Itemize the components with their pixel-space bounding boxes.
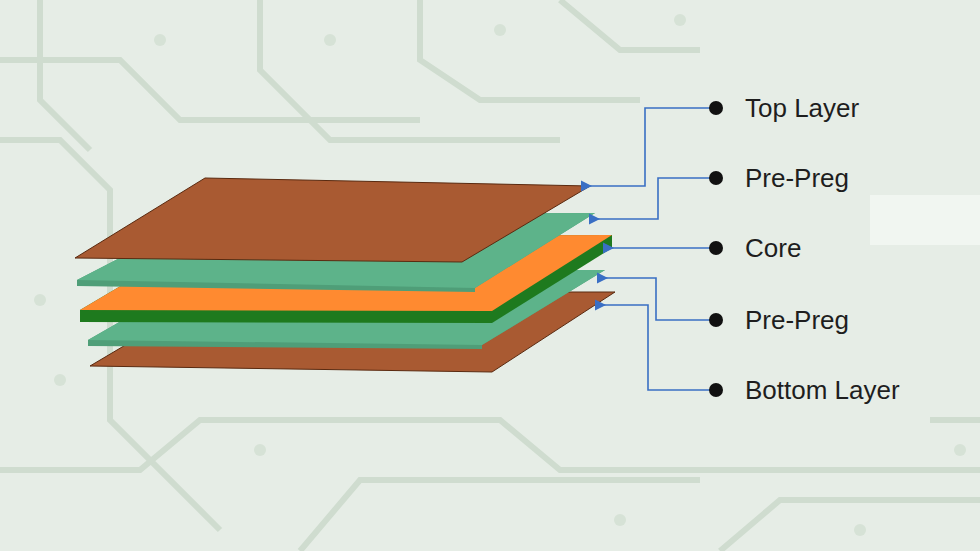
layer-label: Pre-Preg bbox=[745, 162, 849, 194]
leader-lines bbox=[582, 108, 716, 390]
top-copper-layer bbox=[75, 178, 590, 262]
connector-pads bbox=[870, 195, 980, 245]
leader-line bbox=[596, 305, 716, 390]
layer-label: Core bbox=[745, 232, 801, 264]
leader-dots bbox=[709, 101, 723, 397]
leader-line bbox=[604, 247, 716, 249]
leader-dot bbox=[709, 101, 723, 115]
leader-dot bbox=[709, 313, 723, 327]
faint-vias bbox=[34, 14, 966, 536]
leader-line bbox=[590, 178, 716, 219]
leader-dot bbox=[709, 383, 723, 397]
leader-dot bbox=[709, 241, 723, 255]
leader-dot bbox=[709, 171, 723, 185]
layer-label: Bottom Layer bbox=[745, 374, 900, 406]
leader-line bbox=[582, 108, 716, 186]
layer-label: Top Layer bbox=[745, 92, 859, 124]
layer-label: Pre-Preg bbox=[745, 304, 849, 336]
leader-line bbox=[598, 278, 716, 320]
